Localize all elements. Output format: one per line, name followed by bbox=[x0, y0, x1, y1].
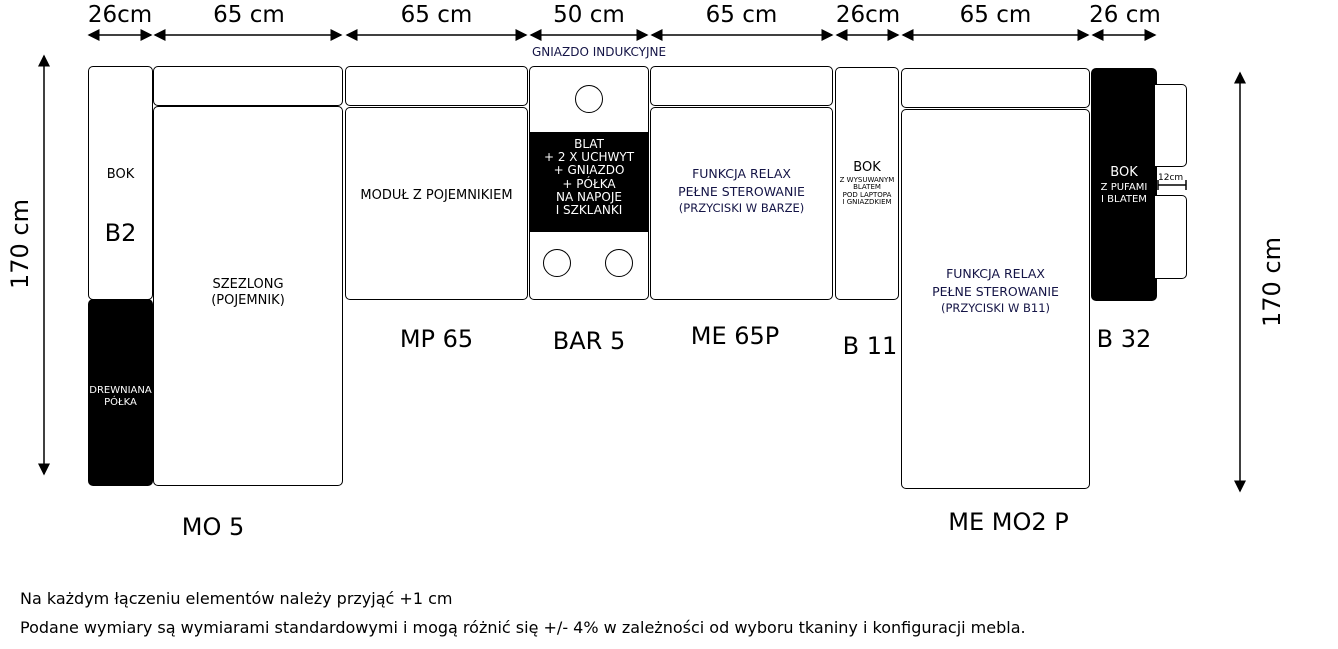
bar5-top bbox=[530, 132, 648, 232]
me65p-l2: PEŁNE STEROWANIE bbox=[678, 183, 805, 199]
dim-b32: 26 cm bbox=[1089, 2, 1161, 28]
module-b11 bbox=[835, 67, 899, 300]
memo2p-l1: FUNKCJA RELAX bbox=[946, 266, 1045, 281]
bar5-l6: I SZKLANKI bbox=[555, 202, 623, 217]
memo2p-l3: (PRZYCISKI W B11) bbox=[940, 301, 1051, 315]
module-memo2p bbox=[901, 109, 1090, 489]
b11-title: BOK bbox=[853, 160, 881, 175]
dim-bar5: 50 cm bbox=[553, 2, 625, 28]
bar5-l1: BLAT bbox=[574, 137, 604, 151]
b32-title: BOK bbox=[1110, 165, 1138, 180]
module-me65p bbox=[650, 107, 833, 300]
b11-l2: BLATEM bbox=[853, 183, 881, 192]
b2-title: BOK bbox=[106, 167, 135, 182]
dim-mo5: 65 cm bbox=[213, 2, 285, 28]
dim-b2: 26cm bbox=[87, 2, 153, 28]
memo2p-backrest bbox=[901, 68, 1090, 108]
height-left: 170 cm bbox=[6, 199, 34, 290]
b11-code: B 11 bbox=[842, 332, 898, 360]
module-b32 bbox=[1091, 68, 1157, 301]
memo2p-code: ME MO2 P bbox=[948, 508, 1069, 536]
mp65-backrest bbox=[345, 66, 528, 106]
b2-shelf-label: DREWNIANA PÓŁKA bbox=[89, 385, 152, 408]
height-right: 170 cm bbox=[1258, 237, 1286, 328]
me65p-l1: FUNKCJA RELAX bbox=[692, 166, 791, 181]
module-b2 bbox=[88, 66, 153, 300]
bar5-code: BAR 5 bbox=[552, 327, 626, 355]
mo5-desc2: (POJEMNIK) bbox=[211, 293, 285, 308]
module-mp65 bbox=[345, 107, 528, 300]
puf-bottom bbox=[1155, 195, 1187, 279]
b32-l1: Z PUFAMI bbox=[1100, 182, 1148, 193]
me65p-backrest bbox=[650, 66, 833, 106]
b11-l4: I GNIAZDKIEM bbox=[842, 198, 892, 207]
dim-mp65: 65 cm bbox=[400, 2, 473, 28]
b2-code: B2 bbox=[104, 219, 137, 247]
dim-b11: 26cm bbox=[835, 2, 901, 28]
mp65-desc: MODUŁ Z POJEMNIKIEM bbox=[360, 188, 513, 203]
b32-code: B 32 bbox=[1096, 325, 1152, 353]
note-tolerance: Podane wymiary są wymiarami standardowym… bbox=[20, 618, 1026, 637]
b11-l3: POD LAPTOPA bbox=[842, 190, 892, 199]
b32-l2: I BLATEM bbox=[1101, 193, 1147, 205]
bar-top-label: GNIAZDO INDUKCYJNE bbox=[531, 45, 667, 59]
puf-top bbox=[1155, 84, 1187, 167]
cup-holder-icon bbox=[543, 249, 571, 277]
bar5-l3: + GNIAZDO bbox=[553, 163, 625, 178]
me65p-l3: (PRZYCISKI W BARZE) bbox=[678, 201, 805, 215]
me65p-code: ME 65P bbox=[690, 322, 780, 350]
cup-holder-icon bbox=[605, 249, 633, 277]
module-mo5 bbox=[153, 106, 343, 486]
b2-shelf bbox=[88, 299, 153, 486]
induction-socket-icon bbox=[575, 85, 603, 113]
bar5-l5: NA NAPOJE bbox=[556, 189, 622, 204]
puf-gap-label: 12cm bbox=[1158, 173, 1184, 183]
note-joints: Na każdym łączeniu elementów należy przy… bbox=[20, 589, 453, 608]
mp65-code: MP 65 bbox=[399, 325, 474, 353]
bar5-l2: + 2 X UCHWYT bbox=[543, 150, 635, 165]
dim-memo2p: 65 cm bbox=[959, 2, 1032, 28]
b11-l1: Z WYSUWANYM bbox=[839, 176, 895, 184]
bar5-l4: + PÓŁKA bbox=[562, 176, 616, 191]
mo5-backrest bbox=[153, 66, 343, 106]
dim-me65p: 65 cm bbox=[705, 2, 778, 28]
mo5-desc1: SZEZLONG bbox=[212, 277, 284, 292]
memo2p-l2: PEŁNE STEROWANIE bbox=[932, 283, 1059, 299]
mo5-code: MO 5 bbox=[181, 513, 245, 541]
